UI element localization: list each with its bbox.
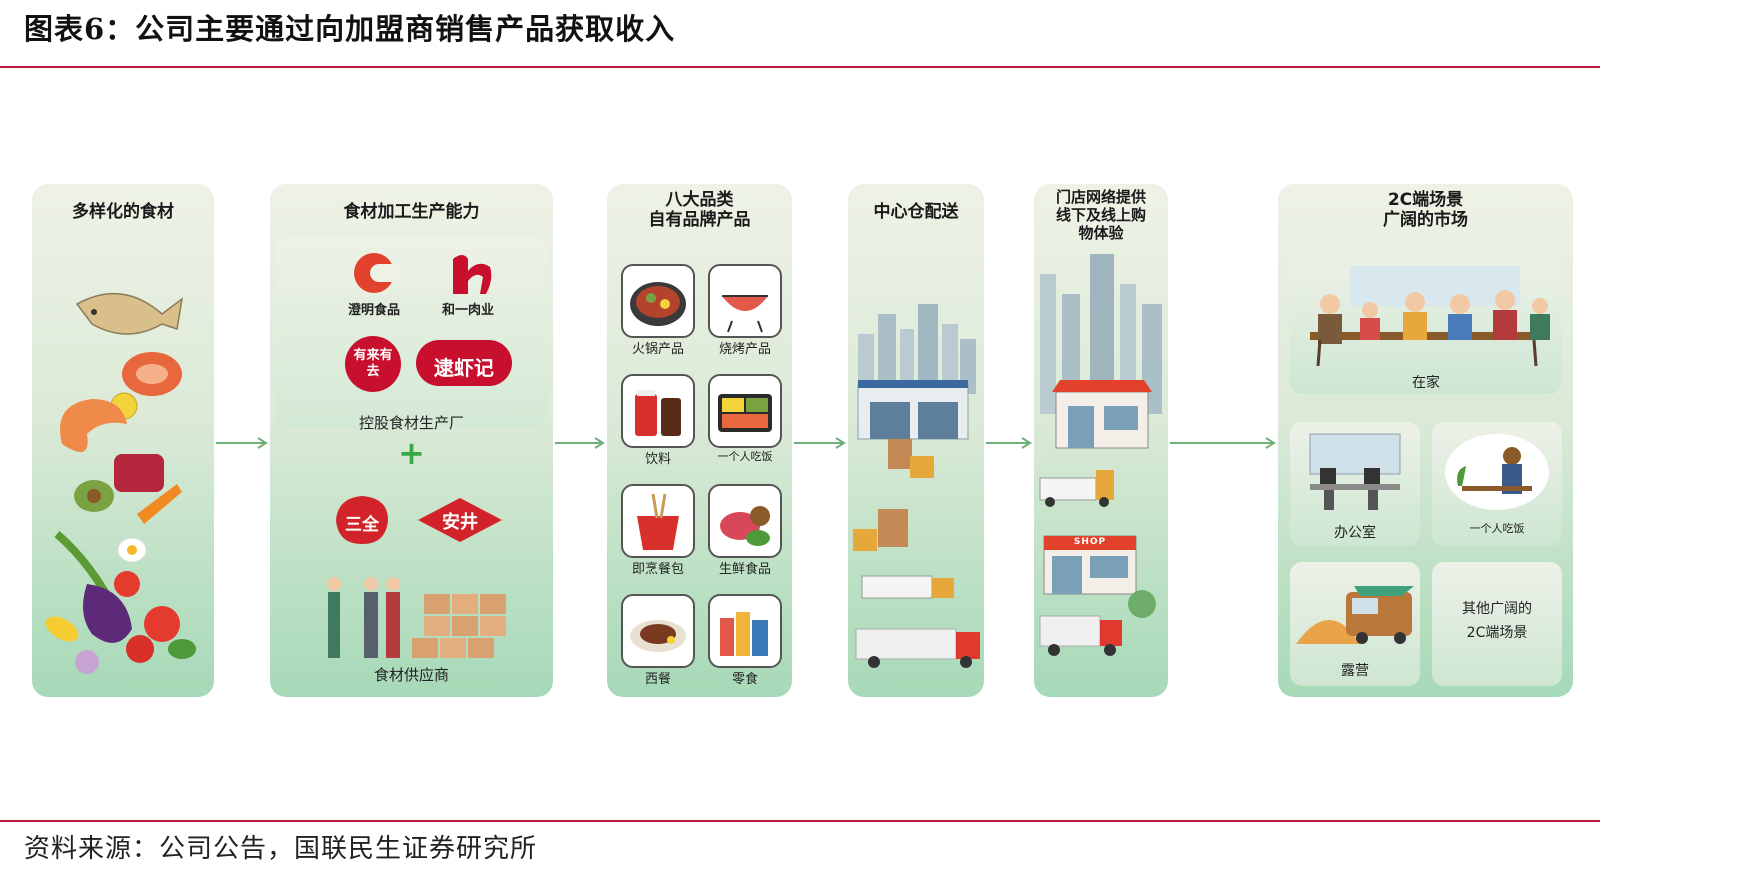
stores-illustration (1034, 184, 1168, 697)
product-thumb-fresh (708, 484, 782, 558)
brand-logo-heyi: 和一肉业 (428, 249, 508, 319)
stage-2c-panel: 2C端场景 广阔的市场 在家 办公室 (1278, 184, 1573, 697)
product-label-meal-kit: 即烹餐包 (611, 558, 705, 577)
scene-home-label: 在家 (1290, 372, 1562, 392)
scene-home: 在家 (1290, 258, 1562, 394)
scene-office-label: 办公室 (1290, 522, 1420, 542)
product-label-drinks: 饮料 (611, 448, 705, 467)
partner-logo-sanquan: 三全 (332, 492, 392, 548)
flow-arrow-5 (1170, 438, 1278, 448)
ingredients-illustration (32, 184, 214, 697)
solo-meal-illustration (1432, 426, 1562, 522)
product-label-single-meal: 一个人吃饭 (698, 448, 792, 464)
chengming-logo-icon (334, 249, 414, 297)
scene-camping-label: 露营 (1290, 660, 1420, 680)
partner-logo-anjing: 安井 (412, 494, 508, 546)
stage-processing-panel: 食材加工生产能力 澄明食品 和一肉业 有来有去 逮虾记 控股食材生产厂 + 三全 (270, 184, 553, 697)
product-thumb-western (621, 594, 695, 668)
product-label-western: 西餐 (611, 668, 705, 687)
plus-icon: + (270, 438, 553, 468)
flow-arrow-3 (794, 438, 848, 448)
flow-arrow-4 (986, 438, 1034, 448)
stage-products-title-line-2: 自有品牌产品 (607, 210, 792, 230)
scene-solo-meal-label: 一个人吃饭 (1432, 520, 1562, 536)
scene-other-label-line-1: 其他广阔的 (1432, 598, 1562, 618)
product-thumb-snacks (708, 594, 782, 668)
scene-other-label-line-2: 2C端场景 (1432, 622, 1562, 642)
stage-2c-title-line-2: 广阔的市场 (1278, 210, 1573, 230)
camping-illustration (1290, 566, 1420, 660)
product-thumb-single-meal (708, 374, 782, 448)
product-thumb-meal-kit (621, 484, 695, 558)
flow-arrow-2 (555, 438, 607, 448)
scene-solo-meal: 一个人吃饭 (1432, 422, 1562, 546)
office-scene-illustration (1290, 428, 1420, 518)
stage-processing-title: 食材加工生产能力 (270, 202, 553, 222)
scene-camping: 露营 (1290, 562, 1420, 686)
product-thumb-drinks (621, 374, 695, 448)
product-label-bbq: 烧烤产品 (698, 338, 792, 357)
brand-name-heyi: 和一肉业 (428, 299, 508, 318)
bottom-rule (0, 820, 1600, 822)
product-thumb-hotpot (621, 264, 695, 338)
stage-stores-panel: 门店网络提供 线下及线上购 物体验 SHOP (1034, 184, 1168, 697)
factory-label: 控股食材生产厂 (270, 412, 553, 433)
supplier-label: 食材供应商 (270, 664, 553, 685)
top-rule (0, 66, 1600, 68)
warehouse-illustration (848, 184, 984, 697)
scene-office: 办公室 (1290, 422, 1420, 546)
supplier-illustration (328, 574, 508, 662)
brand-logo-daixiaji: 逮虾记 (410, 334, 518, 394)
heyi-logo-icon (428, 249, 508, 297)
source-note: 资料来源：公司公告，国联民生证券研究所 (24, 828, 537, 865)
brand-logo-youlaiyouqu: 有来有去 (338, 332, 408, 402)
stage-products-title-line-1: 八大品类 (607, 190, 792, 210)
partner-glyph-anjing: 安井 (412, 508, 508, 534)
flow-arrow-1 (216, 438, 270, 448)
partner-glyph-sanquan: 三全 (332, 510, 392, 535)
brand-glyph-daixiaji: 逮虾记 (410, 352, 518, 381)
product-label-snacks: 零食 (698, 668, 792, 687)
stage-warehouse-panel: 中心仓配送 (848, 184, 984, 697)
product-label-hotpot: 火锅产品 (611, 338, 705, 357)
shop-sign: SHOP (1044, 537, 1136, 547)
brand-name-chengming: 澄明食品 (334, 299, 414, 318)
home-scene-illustration (1290, 262, 1562, 372)
brand-logo-chengming: 澄明食品 (334, 249, 414, 319)
page-title: 图表6：公司主要通过向加盟商销售产品获取收入 (24, 6, 675, 48)
stage-products-panel: 八大品类 自有品牌产品 火锅产品 烧烤产品 饮料 一个人吃饭 即烹餐包 生鲜食品… (607, 184, 792, 697)
product-label-fresh: 生鲜食品 (698, 558, 792, 577)
scene-other: 其他广阔的 2C端场景 (1432, 562, 1562, 686)
brand-glyph-youlaiyouqu: 有来有去 (351, 348, 395, 380)
stage-2c-title-line-1: 2C端场景 (1278, 190, 1573, 210)
product-thumb-bbq (708, 264, 782, 338)
stage-ingredients-panel: 多样化的食材 (32, 184, 214, 697)
